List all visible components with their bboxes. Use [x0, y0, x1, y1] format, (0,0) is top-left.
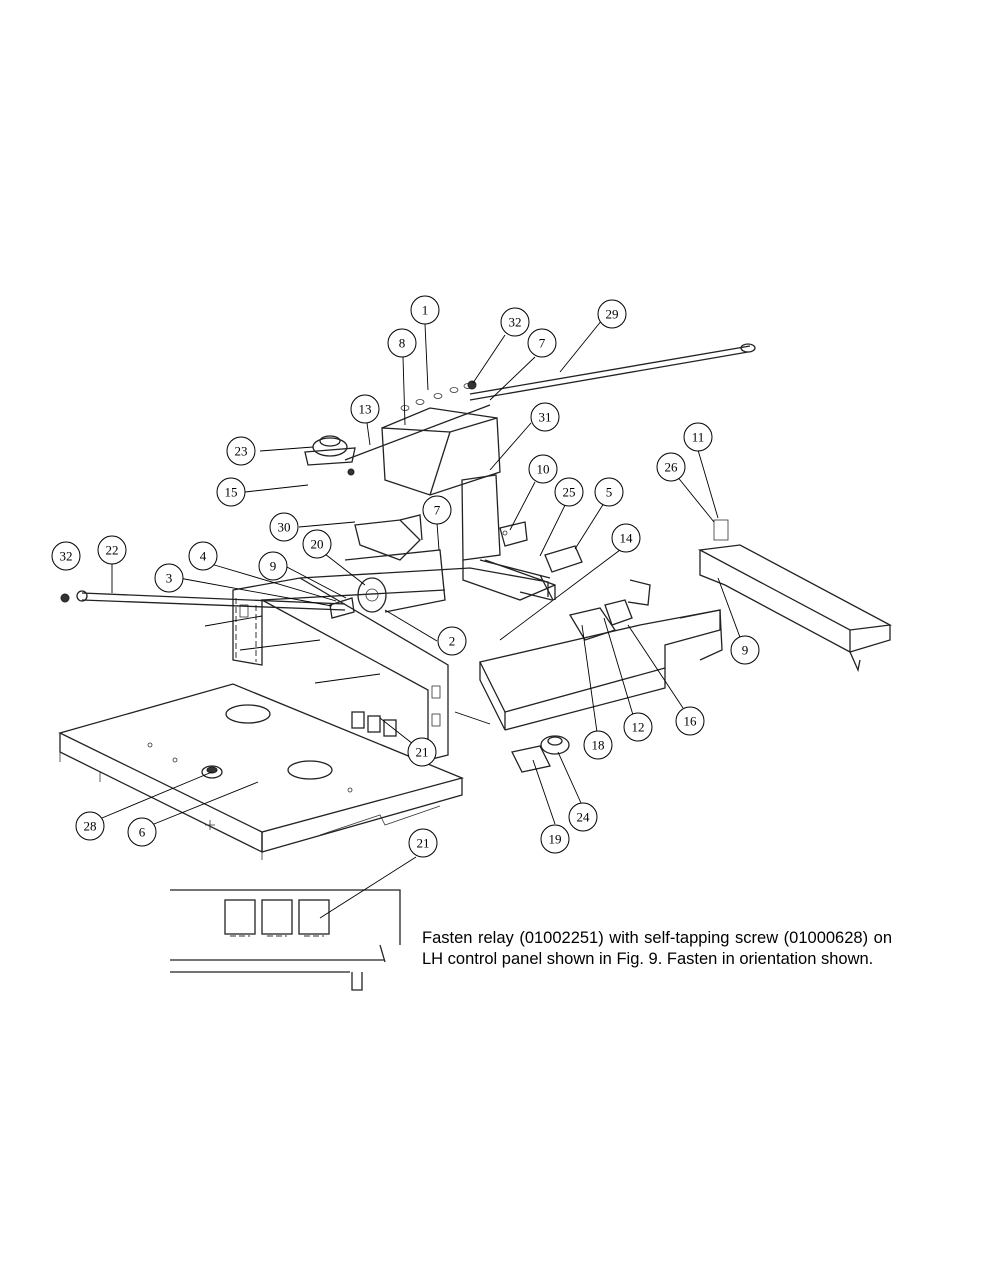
svg-text:10: 10 — [537, 462, 550, 477]
svg-text:15: 15 — [225, 485, 238, 500]
callout-7: 7 — [527, 328, 557, 358]
leader-lines — [101, 319, 742, 919]
svg-text:21: 21 — [417, 836, 430, 851]
callout-3: 3 — [154, 563, 184, 593]
callout-22: 22 — [97, 535, 127, 565]
svg-text:9: 9 — [742, 643, 749, 658]
assembly-note: Fasten relay (01002251) with self-tappin… — [422, 929, 892, 968]
mount-plate — [511, 745, 551, 773]
relays-21 — [351, 711, 397, 737]
callout-32: 32 — [500, 307, 530, 337]
callout-19: 19 — [540, 824, 570, 854]
callout-9-right: 9 — [730, 635, 760, 665]
svg-text:12: 12 — [632, 720, 645, 735]
svg-text:5: 5 — [606, 485, 613, 500]
battery — [381, 380, 501, 496]
callout-2: 2 — [437, 626, 467, 656]
svg-text:14: 14 — [620, 531, 634, 546]
svg-text:8: 8 — [399, 336, 406, 351]
lower-deck-plate — [58, 683, 465, 860]
left-frame-bracket — [204, 567, 549, 761]
callout-11: 11 — [683, 422, 713, 452]
callout-13: 13 — [350, 394, 380, 424]
callout-7-lower: 7 — [422, 495, 452, 525]
svg-text:13: 13 — [359, 402, 372, 417]
svg-text:31: 31 — [539, 410, 552, 425]
callout-10: 10 — [528, 454, 558, 484]
callout-20: 20 — [302, 529, 332, 559]
rod-left — [60, 590, 346, 611]
callout-30: 30 — [269, 512, 299, 542]
svg-text:9: 9 — [270, 559, 277, 574]
callout-8: 8 — [387, 328, 417, 358]
callout-14: 14 — [611, 523, 641, 553]
battery-bracket — [461, 474, 556, 601]
svg-text:20: 20 — [311, 537, 324, 552]
callout-25: 25 — [554, 477, 584, 507]
callout-1: 1 — [410, 295, 440, 325]
svg-text:7: 7 — [434, 503, 441, 518]
svg-text:18: 18 — [592, 738, 605, 753]
svg-text:21: 21 — [416, 745, 429, 760]
callout-9: 9 — [258, 551, 288, 581]
grommet-28 — [201, 765, 223, 779]
callout-21-detail: 21 — [408, 828, 438, 858]
svg-text:25: 25 — [563, 485, 576, 500]
svg-text:23: 23 — [235, 444, 248, 459]
callout-32-left: 32 — [51, 541, 81, 571]
center-link — [479, 559, 554, 601]
callout-15: 15 — [216, 477, 246, 507]
svg-text:2: 2 — [449, 634, 456, 649]
svg-text:26: 26 — [665, 460, 679, 475]
detail-panel — [170, 889, 401, 991]
svg-text:11: 11 — [692, 430, 705, 445]
svg-text:19: 19 — [549, 832, 562, 847]
callout-29: 29 — [597, 299, 627, 329]
svg-text:30: 30 — [278, 520, 291, 535]
svg-text:32: 32 — [509, 315, 522, 330]
right-frame-bracket — [697, 519, 893, 673]
control-bracket — [354, 514, 423, 561]
callout-6: 6 — [127, 817, 157, 847]
svg-text:7: 7 — [539, 336, 546, 351]
callout-4: 4 — [188, 541, 218, 571]
callout-18: 18 — [583, 730, 613, 760]
battery-cable-long — [469, 343, 756, 401]
svg-text:1: 1 — [422, 303, 429, 318]
svg-text:3: 3 — [166, 571, 173, 586]
starter-solenoid — [304, 404, 491, 476]
callout-31: 31 — [530, 402, 560, 432]
svg-text:22: 22 — [106, 543, 119, 558]
callout-5: 5 — [594, 477, 624, 507]
callout-21: 21 — [407, 737, 437, 767]
callout-26: 26 — [656, 452, 686, 482]
hour-meter — [540, 735, 570, 755]
callout-23: 23 — [226, 436, 256, 466]
ignition-switch-assembly — [329, 549, 446, 619]
switch-5 — [544, 545, 583, 573]
svg-text:32: 32 — [60, 549, 73, 564]
svg-text:6: 6 — [139, 825, 146, 840]
callout-12: 12 — [623, 712, 653, 742]
callouts: 1 32 29 8 7 13 31 23 15 10 25 5 11 26 30… — [51, 295, 760, 858]
callout-28: 28 — [75, 811, 105, 841]
switch-25 — [499, 521, 528, 547]
svg-text:4: 4 — [200, 549, 207, 564]
callout-16: 16 — [675, 706, 705, 736]
callout-24: 24 — [568, 802, 598, 832]
svg-text:28: 28 — [84, 819, 97, 834]
svg-text:29: 29 — [606, 307, 619, 322]
svg-text:16: 16 — [684, 714, 698, 729]
right-control-panel — [479, 579, 723, 731]
svg-text:24: 24 — [577, 810, 591, 825]
